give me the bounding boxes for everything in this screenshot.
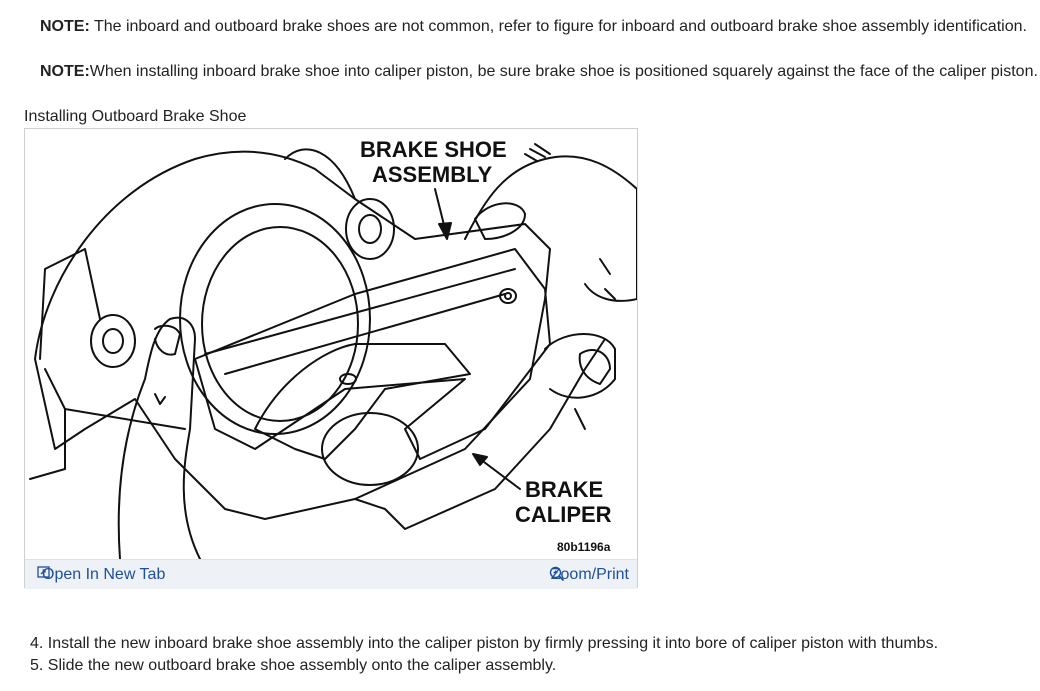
step-5: 5. Slide the new outboard brake shoe ass… <box>30 657 557 674</box>
arrow-caliper <box>479 458 521 490</box>
figure-code: 80b1196a <box>557 540 611 554</box>
note-1: NOTE: The inboard and outboard brake sho… <box>40 18 1027 36</box>
step-4: 4. Install the new inboard brake shoe as… <box>30 635 939 652</box>
brake-shoe-plate <box>194 248 551 460</box>
label-caliper-line2: CALIPER <box>515 502 612 527</box>
instruction-steps: 4. Install the new inboard brake shoe as… <box>30 633 938 677</box>
note-2-prefix: NOTE: <box>40 63 90 80</box>
right-hand-thumb <box>544 333 616 399</box>
figure-footer: Open In New Tab Zoom/Print <box>25 559 637 589</box>
piston-inner <box>321 412 419 486</box>
left-hand <box>117 316 201 559</box>
retainer-clip <box>254 343 471 460</box>
note-1-text: The inboard and outboard brake shoes are… <box>89 18 1027 35</box>
note-2: NOTE:When installing inboard brake shoe … <box>40 63 1038 81</box>
note-2-text: When installing inboard brake shoe into … <box>89 63 1038 80</box>
caliper-body <box>34 150 551 520</box>
label-brake-shoe-line1: BRAKE SHOE <box>360 137 507 162</box>
guide-pin-left <box>90 314 136 368</box>
note-1-prefix: NOTE: <box>40 18 90 35</box>
piston-bore-outer <box>179 203 371 435</box>
piston-bore-inner <box>201 226 359 422</box>
label-brake-shoe-line2: ASSEMBLY <box>372 162 493 187</box>
guide-pin-top <box>345 198 395 260</box>
caliper-bracket <box>29 368 66 480</box>
arrow-brake-shoe <box>434 188 446 230</box>
figure-caption: Installing Outboard Brake Shoe <box>24 108 247 125</box>
label-caliper-line1: BRAKE <box>525 477 603 502</box>
zoom-print-label: Zoom/Print <box>550 566 629 583</box>
figure-container: BRAKE SHOE ASSEMBLY BRAKE CALIPER 80b119… <box>24 128 638 589</box>
right-hand-top <box>464 155 637 302</box>
zoom-print-link[interactable]: Zoom/Print <box>549 566 629 584</box>
brake-diagram: BRAKE SHOE ASSEMBLY BRAKE CALIPER 80b119… <box>29 137 637 559</box>
open-in-new-tab-label: Open In New Tab <box>42 566 166 583</box>
open-in-new-tab-link[interactable]: Open In New Tab <box>37 566 165 584</box>
